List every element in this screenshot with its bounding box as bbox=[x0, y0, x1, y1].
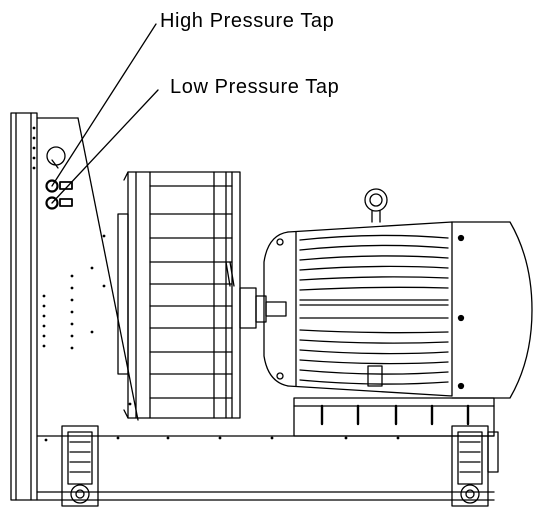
right-isolator bbox=[451, 425, 499, 507]
frame-rails bbox=[36, 435, 495, 501]
leader-lines bbox=[51, 23, 159, 204]
blower-wheel bbox=[117, 171, 241, 419]
left-isolator bbox=[61, 425, 99, 507]
shaft-hub bbox=[239, 287, 287, 329]
motor bbox=[263, 188, 533, 399]
inlet-plate bbox=[45, 146, 73, 210]
low-pressure-leader-line bbox=[51, 89, 159, 204]
high-pressure-tap-label: High Pressure Tap bbox=[160, 10, 335, 32]
high-pressure-tap bbox=[45, 179, 73, 193]
panel-holes bbox=[32, 126, 400, 442]
low-pressure-tap-label: Low Pressure Tap bbox=[170, 76, 340, 98]
high-pressure-leader-line bbox=[51, 23, 157, 187]
low-pressure-tap bbox=[45, 196, 73, 210]
motor-base bbox=[293, 397, 495, 437]
